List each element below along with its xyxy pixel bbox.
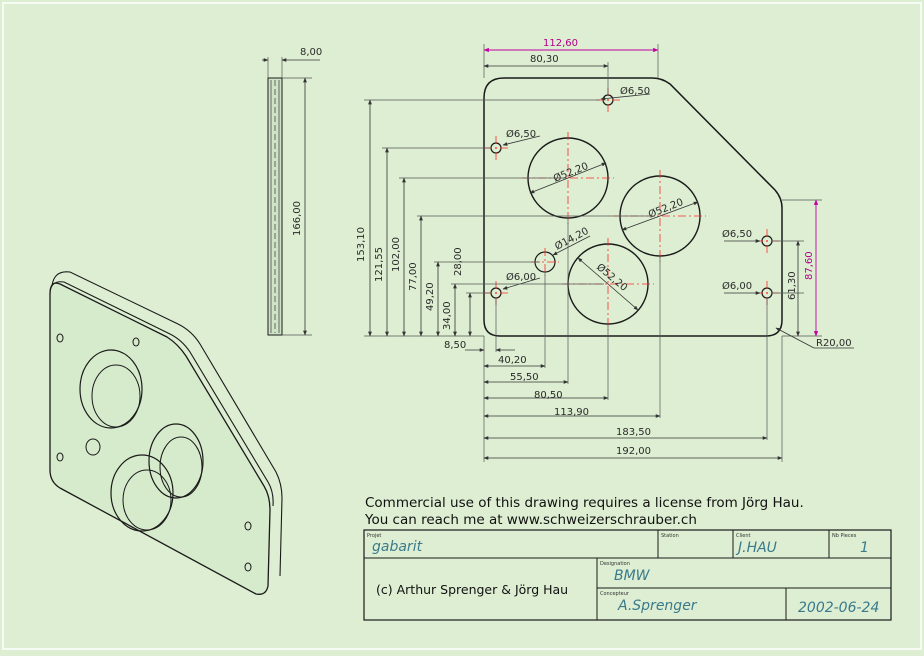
vertical-dimension-lines — [368, 99, 472, 337]
dim-h-55: 55,50 — [510, 372, 539, 383]
vertical-extension-lines — [364, 99, 655, 337]
dim-h-183: 183,50 — [616, 427, 651, 438]
tb-copyright: (c) Arthur Sprenger & Jörg Hau — [376, 582, 568, 597]
dim-side-height: 166,00 — [292, 201, 303, 236]
tb-designer-label: Concepteur — [600, 591, 630, 597]
dim-h-113: 113,90 — [554, 407, 589, 418]
dim-dia-right-upper: Ø6,50 — [722, 228, 752, 240]
horizontal-extension-lines — [483, 218, 783, 462]
dim-h-8: 8,50 — [444, 340, 466, 351]
dim-dia-large-3: Ø52,20 — [594, 261, 630, 294]
dim-h-192: 192,00 — [616, 446, 651, 457]
tb-client-value: J.HAU — [735, 540, 777, 556]
dim-v-49: 49,20 — [425, 282, 436, 311]
front-view: Ø6,50 Ø6,50 Ø52,20 Ø52,20 Ø52,20 Ø14,20 … — [356, 38, 854, 462]
dim-right-hole-spacing: 61,30 — [787, 271, 798, 300]
tb-client-label: Client — [736, 533, 751, 539]
dim-corner-radius: R20,00 — [816, 338, 852, 349]
tb-station-label: Station — [661, 533, 679, 539]
isometric-view — [49, 271, 283, 595]
dim-v-28: 28,00 — [453, 247, 464, 276]
dim-dia-top: Ø6,50 — [620, 85, 650, 97]
tb-pieces-label: Nb Pieces — [832, 533, 857, 539]
dim-top-hole-x: 80,30 — [530, 54, 559, 65]
dim-overall-width: 112,60 — [543, 38, 578, 49]
side-view: 8,00 166,00 — [262, 47, 322, 336]
tb-project-label: Projet — [367, 533, 381, 539]
diameter-leaders — [502, 93, 761, 311]
note-contact: You can reach me at www.schweizerschraub… — [364, 512, 697, 528]
tb-designation-value: BMW — [614, 568, 651, 584]
tb-designer-value: A.Sprenger — [617, 598, 698, 614]
dim-dia-large-1: Ø52,20 — [552, 160, 590, 185]
dim-dia-large-2: Ø52,20 — [647, 196, 685, 221]
center-lines — [484, 88, 779, 330]
tb-pieces-value: 1 — [860, 540, 869, 556]
note-license: Commercial use of this drawing requires … — [365, 495, 804, 511]
dim-v-121: 121,55 — [374, 247, 385, 282]
dim-right-height: 87,60 — [804, 251, 815, 280]
dim-dia-left-upper: Ø6,50 — [506, 128, 536, 140]
plate-outline — [483, 77, 783, 337]
dim-v-77: 77,00 — [408, 262, 419, 291]
horizontal-dimension-lines — [465, 348, 783, 460]
dim-dia-right-lower: Ø6,00 — [722, 280, 752, 292]
tb-project-value: gabarit — [372, 539, 423, 555]
dim-thickness: 8,00 — [300, 47, 322, 58]
dim-v-102: 102,00 — [391, 237, 402, 272]
dim-v-153: 153,10 — [356, 227, 367, 262]
dim-h-40: 40,20 — [498, 355, 527, 366]
tb-designation-label: Designation — [600, 561, 630, 567]
dim-v-34: 34,00 — [442, 301, 453, 330]
title-block: Projet gabarit Station Client J.HAU Nb P… — [363, 529, 892, 621]
tb-date-value: 2002-06-24 — [798, 600, 879, 616]
dim-dia-left-lower: Ø6,00 — [506, 271, 536, 283]
dim-h-80: 80,50 — [534, 390, 563, 401]
